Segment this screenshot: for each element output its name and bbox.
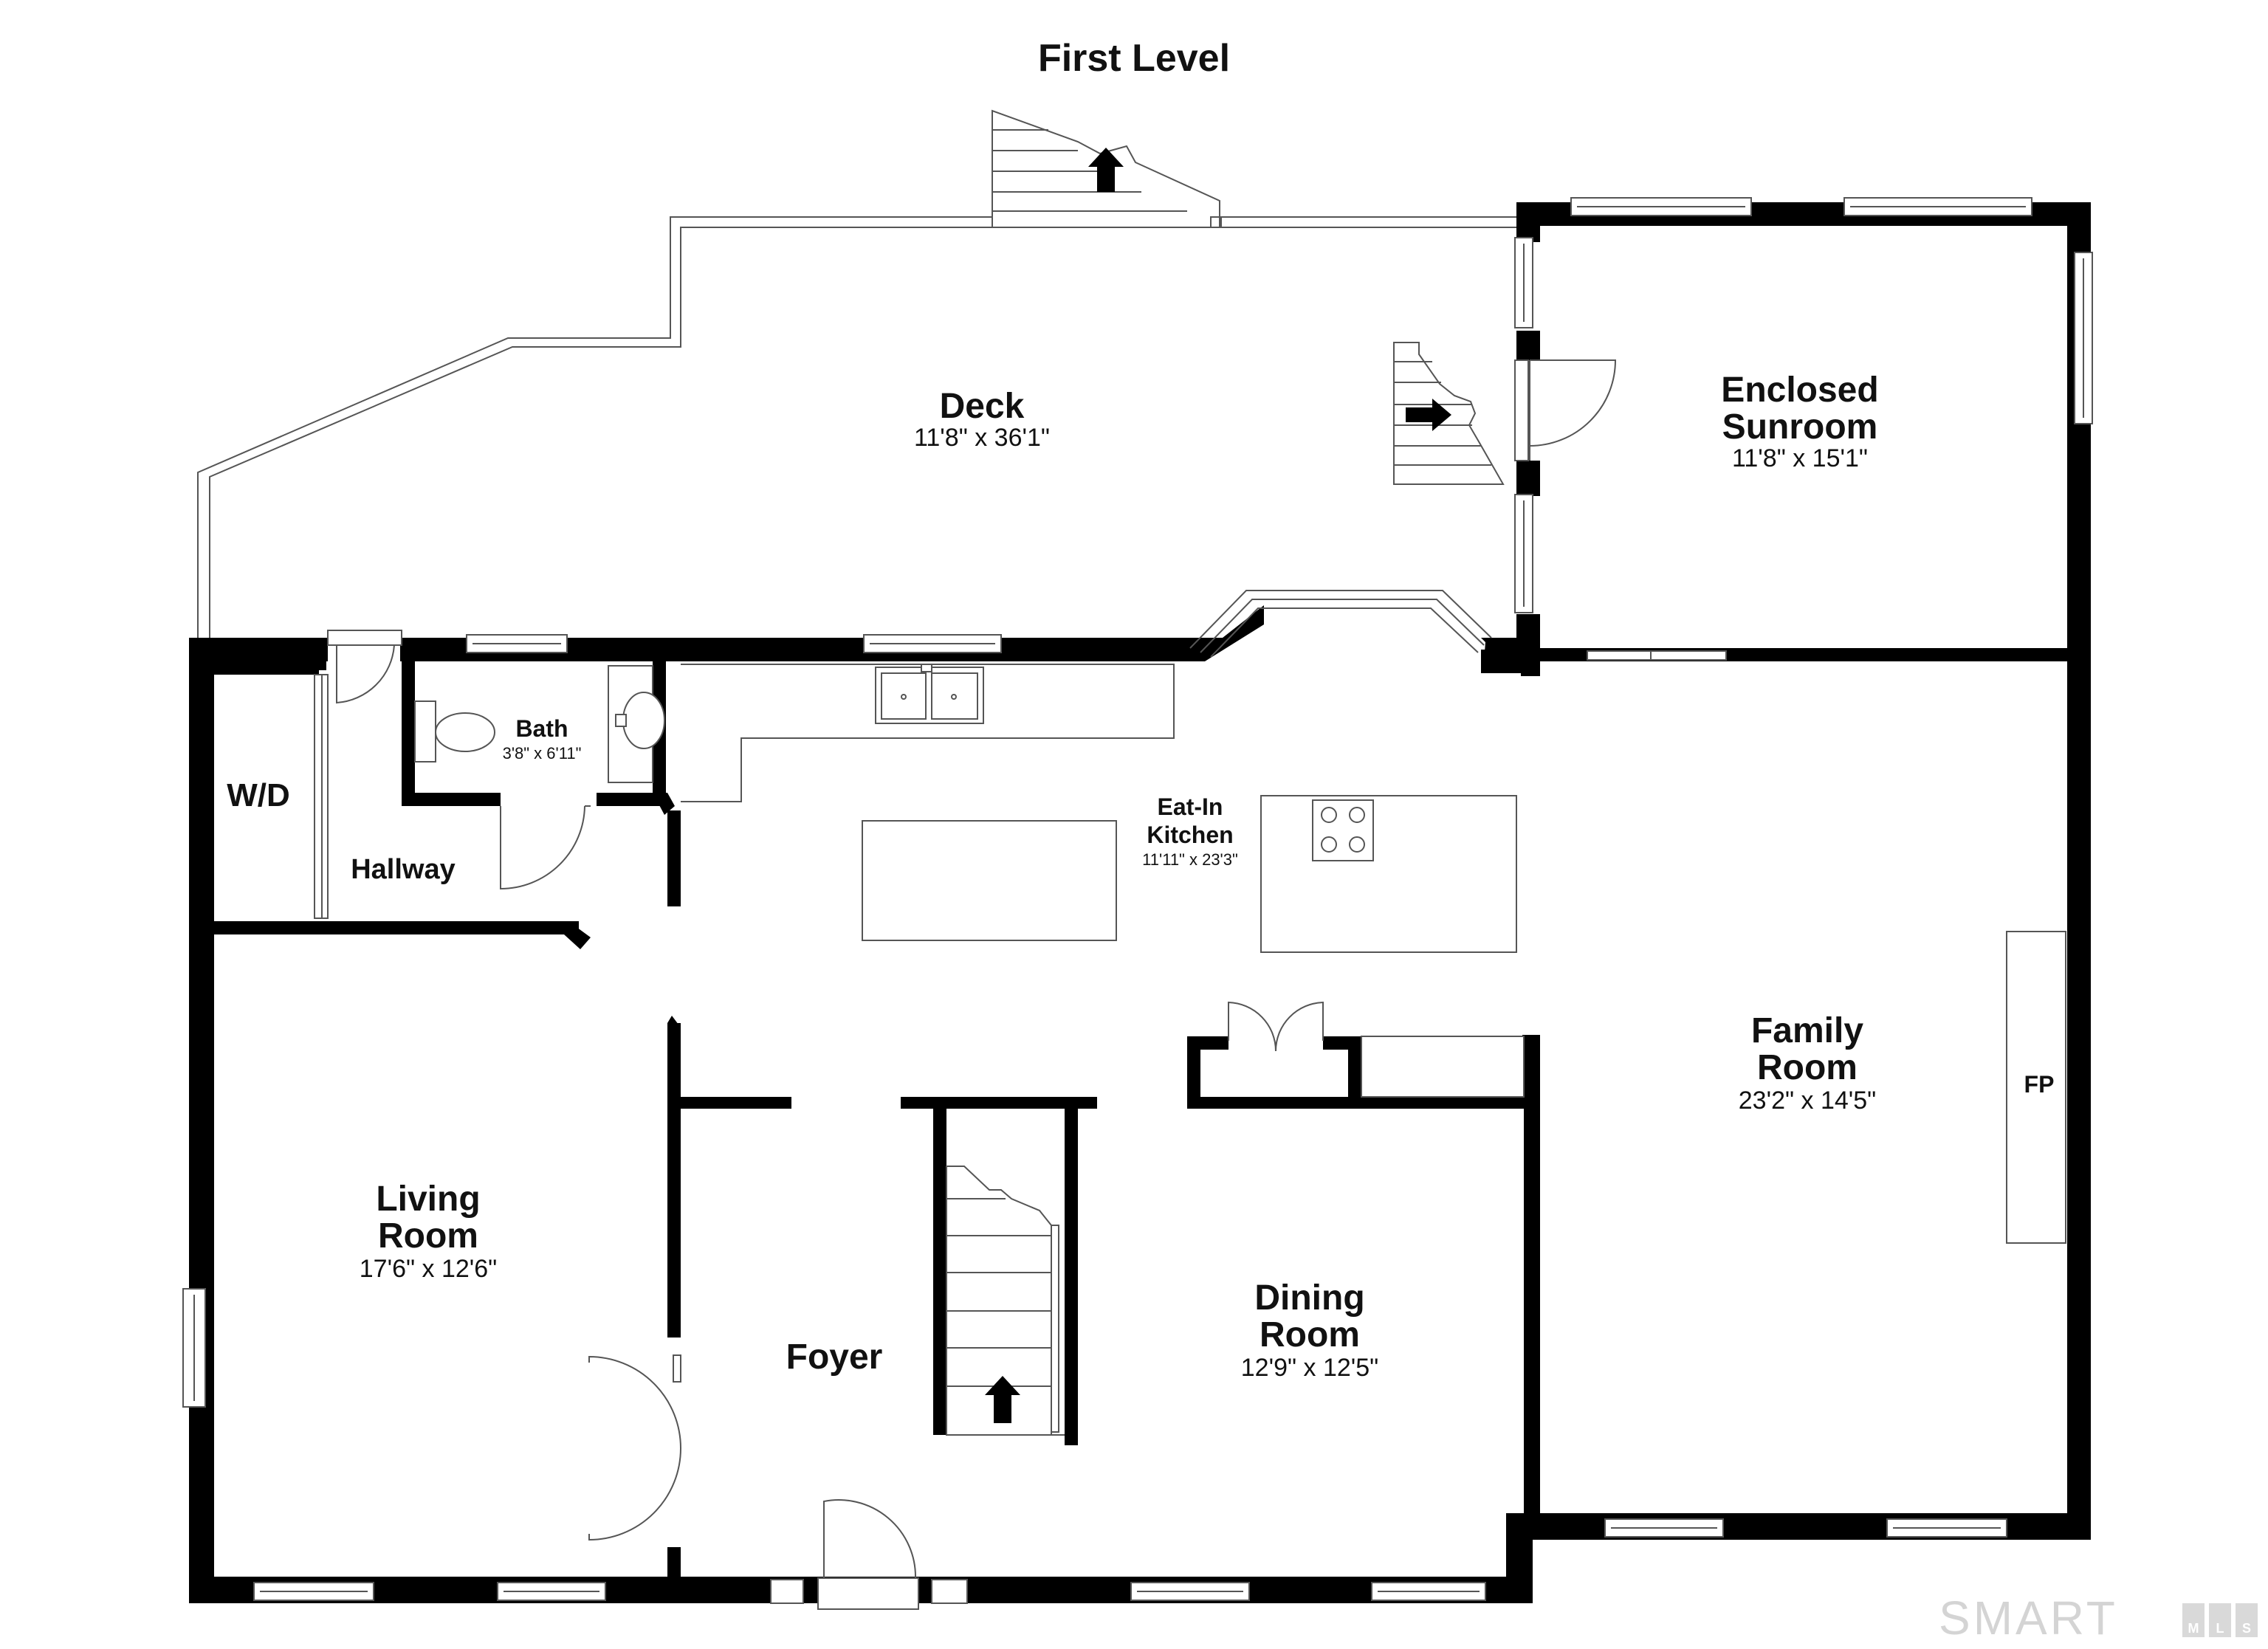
fireplace — [2006, 931, 2066, 1244]
label-family-room: Family Room 23'2" x 14'5" — [1739, 1011, 1876, 1115]
label-foyer: Foyer — [786, 1338, 883, 1377]
label-hallway: Hallway — [351, 854, 456, 885]
svg-text:11'8" x 15'1": 11'8" x 15'1" — [1732, 444, 1868, 472]
smart-mls-logo: SMART M L S — [1939, 1591, 2258, 1645]
svg-text:Sunroom: Sunroom — [1722, 407, 1878, 447]
arrow-right-icon — [1406, 399, 1451, 431]
label-deck: Deck 11'8" x 36'1" — [914, 387, 1050, 452]
svg-text:S: S — [2242, 1621, 2251, 1636]
svg-text:M: M — [2188, 1621, 2199, 1636]
kitchen-table — [862, 820, 1117, 941]
deck-outline — [197, 216, 1521, 645]
svg-text:Kitchen: Kitchen — [1147, 822, 1233, 848]
label-wd: W/D — [227, 777, 290, 813]
svg-text:23'2" x 14'5": 23'2" x 14'5" — [1739, 1087, 1876, 1115]
toilet-icon — [414, 700, 495, 762]
label-living-room: Living Room 17'6" x 12'6" — [360, 1180, 497, 1283]
sink-icon — [608, 665, 665, 783]
label-fireplace: FP — [2024, 1071, 2055, 1098]
arrow-up-icon — [1088, 148, 1124, 192]
svg-text:Room: Room — [1260, 1315, 1360, 1354]
svg-text:12'9" x 12'5": 12'9" x 12'5" — [1241, 1354, 1378, 1382]
interior-walls — [210, 661, 1539, 1588]
svg-text:3'8" x 6'11": 3'8" x 6'11" — [503, 744, 582, 762]
kitchen-island — [1260, 795, 1517, 953]
svg-text:17'6" x 12'6": 17'6" x 12'6" — [360, 1255, 497, 1283]
label-kitchen: Eat-In Kitchen 11'11" x 23'3" — [1142, 793, 1238, 869]
svg-text:Eat-In: Eat-In — [1158, 793, 1223, 820]
label-dining-room: Dining Room 12'9" x 12'5" — [1241, 1278, 1378, 1382]
svg-text:Deck: Deck — [940, 387, 1025, 426]
built-in-cabinet — [1361, 1036, 1525, 1098]
windows — [182, 634, 2007, 1604]
sunroom-windows — [1514, 197, 2093, 661]
svg-text:11'8" x 36'1": 11'8" x 36'1" — [914, 424, 1050, 452]
svg-text:Living: Living — [376, 1180, 480, 1219]
bay-window — [1189, 590, 1492, 658]
svg-text:11'11" x 23'3": 11'11" x 23'3" — [1142, 850, 1238, 869]
label-sunroom: Enclosed Sunroom 11'8" x 15'1" — [1721, 371, 1878, 472]
plan-title: First Level — [1038, 37, 1230, 80]
sunroom-door — [1514, 359, 1617, 461]
kitchen-counter — [681, 664, 1175, 802]
stairs-arrow-up-icon — [985, 1376, 1020, 1423]
deck-stairs-top — [992, 109, 1220, 228]
svg-text:Enclosed: Enclosed — [1721, 371, 1878, 410]
doors — [314, 630, 1324, 1610]
svg-text:Room: Room — [378, 1216, 478, 1256]
svg-text:Room: Room — [1757, 1048, 1858, 1087]
label-bath: Bath 3'8" x 6'11" — [503, 715, 582, 762]
svg-text:SMART: SMART — [1939, 1591, 2118, 1645]
svg-text:Bath: Bath — [515, 715, 568, 742]
svg-text:L: L — [2216, 1621, 2224, 1636]
svg-text:Dining: Dining — [1254, 1278, 1364, 1318]
svg-text:Family: Family — [1751, 1011, 1863, 1050]
